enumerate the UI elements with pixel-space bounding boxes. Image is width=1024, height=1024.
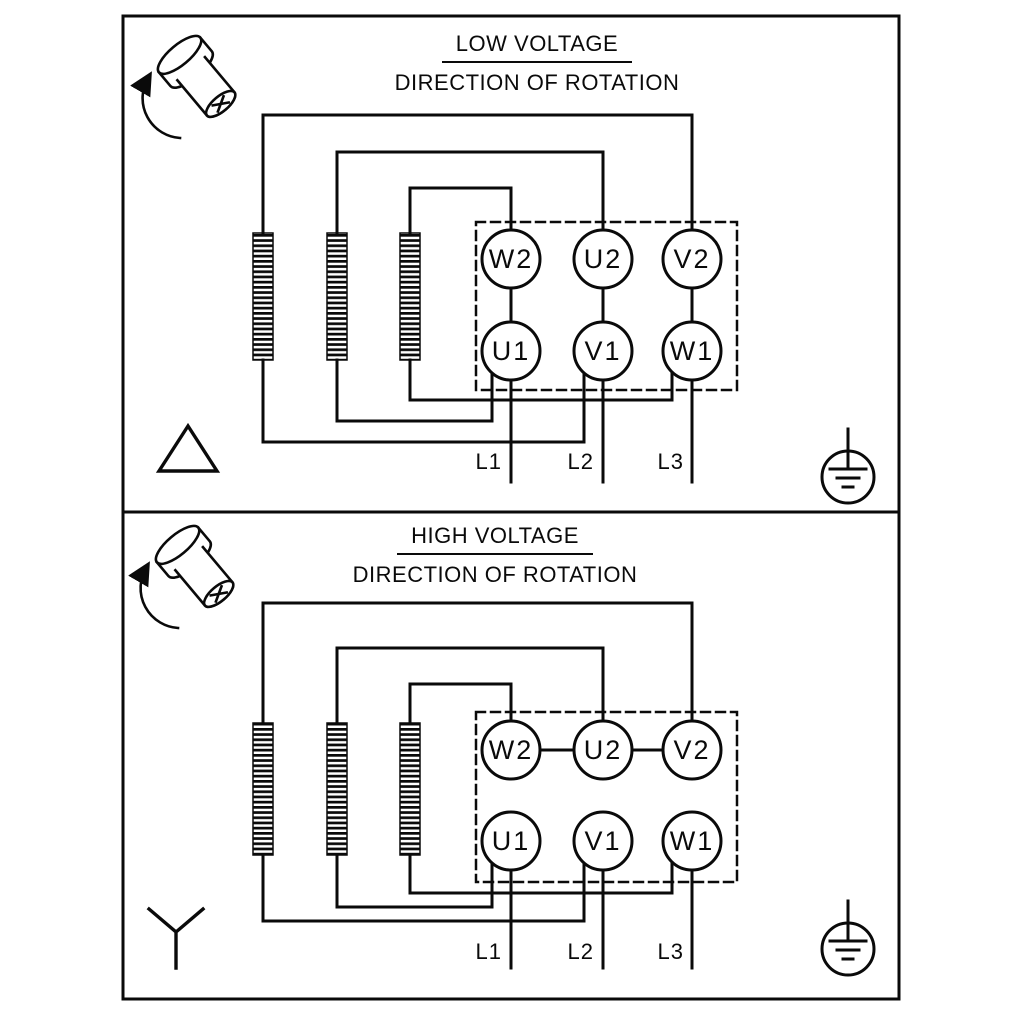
wire [261, 358, 586, 444]
shaft-icon [154, 524, 235, 609]
winding-top-wires [261, 113, 694, 235]
earth-ground-icon [820, 427, 876, 505]
earth-ground-icon [820, 899, 876, 977]
terminal-w2-label: W2 [489, 735, 534, 765]
terminal-box [474, 220, 739, 392]
shaft-icon [156, 34, 237, 119]
wire [408, 358, 674, 402]
terminal-w2 [480, 719, 542, 781]
terminal-w2 [480, 228, 542, 290]
panel-title: HIGH VOLTAGE [397, 523, 593, 555]
panel-title-row: LOW VOLTAGE [337, 31, 737, 63]
supply-leads [509, 868, 694, 970]
terminal-v1-label: V1 [584, 826, 621, 856]
terminal-v1 [572, 810, 634, 872]
lead-l2-label: L2 [568, 939, 594, 964]
lead-l1-label: L1 [476, 449, 502, 474]
coil-icon [399, 232, 421, 361]
delta-terminal-links [509, 286, 694, 324]
lead-l1-label: L1 [476, 939, 502, 964]
low-voltage-panel: W2 U2 V2 U1 V1 W1 L1 L2 L3 [130, 34, 876, 505]
panel-subtitle: DIRECTION OF ROTATION [352, 562, 638, 587]
terminal-v1 [572, 320, 634, 382]
panel-title: LOW VOLTAGE [441, 31, 633, 63]
shaft-center-mark [211, 94, 231, 114]
wire [335, 150, 605, 235]
terminal-posts [480, 228, 723, 382]
wire [335, 646, 605, 725]
terminal-w1-label: W1 [670, 336, 715, 366]
terminal-u1 [480, 810, 542, 872]
diagram-frame [121, 14, 901, 1001]
wire [408, 853, 674, 895]
coil-icon [399, 722, 421, 856]
panel-subtitle: DIRECTION OF ROTATION [394, 70, 680, 95]
wire [408, 682, 513, 725]
terminal-v2 [661, 228, 723, 290]
terminal-v2-label: V2 [673, 735, 710, 765]
terminal-w1 [661, 320, 723, 382]
supply-leads [509, 378, 694, 484]
low-voltage-heading: LOW VOLTAGE DIRECTION OF ROTATION [337, 31, 737, 96]
terminal-u2 [572, 719, 634, 781]
coil-icon [252, 722, 274, 856]
stator-coils [252, 722, 421, 856]
wire [335, 853, 494, 909]
terminal-u1-label: U1 [492, 826, 531, 856]
delta-connection-icon [155, 422, 221, 473]
terminal-u1 [480, 320, 542, 382]
terminal-u2 [572, 228, 634, 290]
panel-title-row: HIGH VOLTAGE [295, 523, 695, 555]
wire [335, 358, 494, 423]
coil-icon [326, 722, 348, 856]
wire [408, 186, 513, 235]
high-voltage-panel: W2 U2 V2 U1 V1 W1 L1 L2 L3 [128, 524, 876, 977]
shaft-shoulder-top [156, 34, 203, 76]
terminal-u2-label: U2 [584, 244, 623, 274]
winding-top-wires [261, 601, 694, 725]
terminal-u1-label: U1 [492, 336, 531, 366]
shaft-rotation-direction-icon [130, 34, 237, 140]
terminal-w1 [661, 810, 723, 872]
wire [261, 853, 586, 923]
terminal-v1-label: V1 [584, 336, 621, 366]
coil-icon [252, 232, 274, 361]
shaft-rotation-direction-icon [128, 524, 235, 630]
star-connection-icon [146, 906, 206, 970]
terminal-v2-label: V2 [673, 244, 710, 274]
terminal-box [474, 710, 739, 884]
terminal-posts [480, 719, 723, 872]
terminal-u2-label: U2 [584, 735, 623, 765]
winding-bottom-wires [261, 358, 674, 444]
terminal-w2-label: W2 [489, 244, 534, 274]
wire [261, 601, 694, 725]
high-voltage-heading: HIGH VOLTAGE DIRECTION OF ROTATION [295, 523, 695, 588]
lead-l3-label: L3 [658, 449, 684, 474]
shaft-shoulder-top [154, 524, 201, 566]
terminal-v2 [661, 719, 723, 781]
rotation-arrow-icon [128, 561, 180, 630]
terminal-w1-label: W1 [670, 826, 715, 856]
lead-l3-label: L3 [658, 939, 684, 964]
stator-coils [252, 232, 421, 361]
rotation-arrow-icon [130, 71, 182, 140]
coil-icon [326, 232, 348, 361]
star-symbol-lines [146, 906, 206, 970]
shaft-center-mark [209, 584, 229, 604]
lead-l2-label: L2 [568, 449, 594, 474]
winding-bottom-wires [261, 853, 674, 923]
wire [261, 113, 694, 235]
